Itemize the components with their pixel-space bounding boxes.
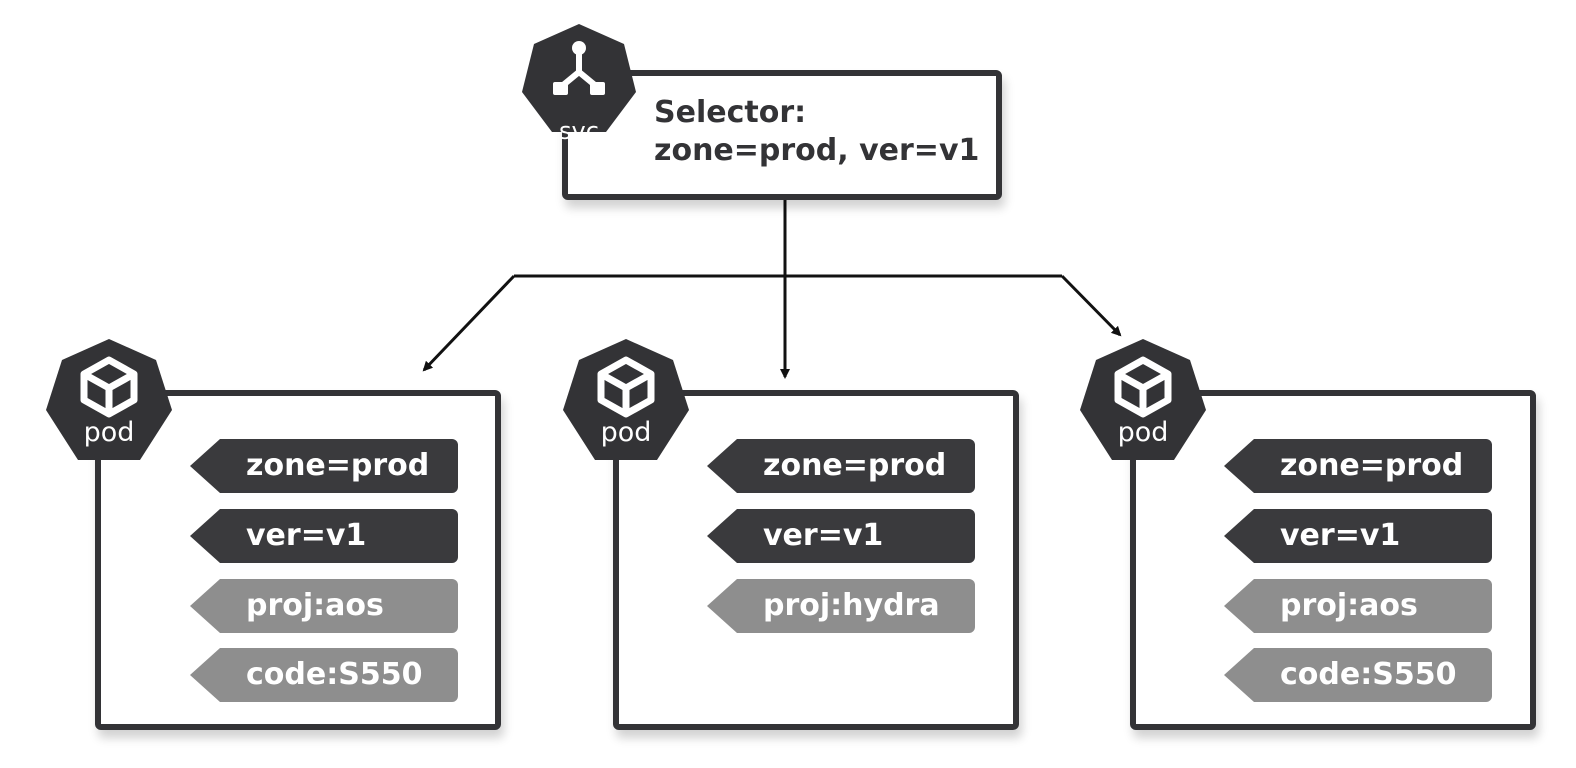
label-tag: ver=v1 [190,509,458,563]
service-share-icon [553,41,605,95]
service-hexagon-icon [522,24,636,132]
pod-hexagon-icon [563,339,689,460]
pod-hexagon-icon [1080,339,1206,460]
pod-hexagon-icon [46,339,172,460]
selector-title: Selector: [654,95,807,130]
selector-value: zone=prod, ver=v1 [654,133,980,168]
label-tag: zone=prod [1224,439,1492,493]
label-tag: proj:aos [1224,579,1492,633]
label-tag: code:S550 [1224,648,1492,702]
pod-icon-1: pod [44,338,174,462]
label-tag: ver=v1 [707,509,975,563]
cube-icon [1114,356,1172,418]
label-tag: proj:hydra [707,579,975,633]
arrow-to-pod-1 [422,274,516,372]
label-tag: zone=prod [707,439,975,493]
pod-icon-label: pod [600,417,652,448]
pod-icon-3: pod [1078,338,1208,462]
label-tag: ver=v1 [1224,509,1492,563]
pod-icon-2: pod [561,338,691,462]
label-tag: code:S550 [190,648,458,702]
arrow-to-pod-3 [1060,274,1122,337]
service-icon: svc [520,22,638,145]
service-selector: Selector: zone=prod, ver=v1 [654,94,979,170]
pod-icon-label: pod [1117,417,1169,448]
pod-icon-label: pod [83,417,135,448]
cube-icon [80,356,138,418]
label-tag: zone=prod [190,439,458,493]
cube-icon [597,356,655,418]
label-tag: proj:aos [190,579,458,633]
service-icon-label: svc [559,117,599,145]
